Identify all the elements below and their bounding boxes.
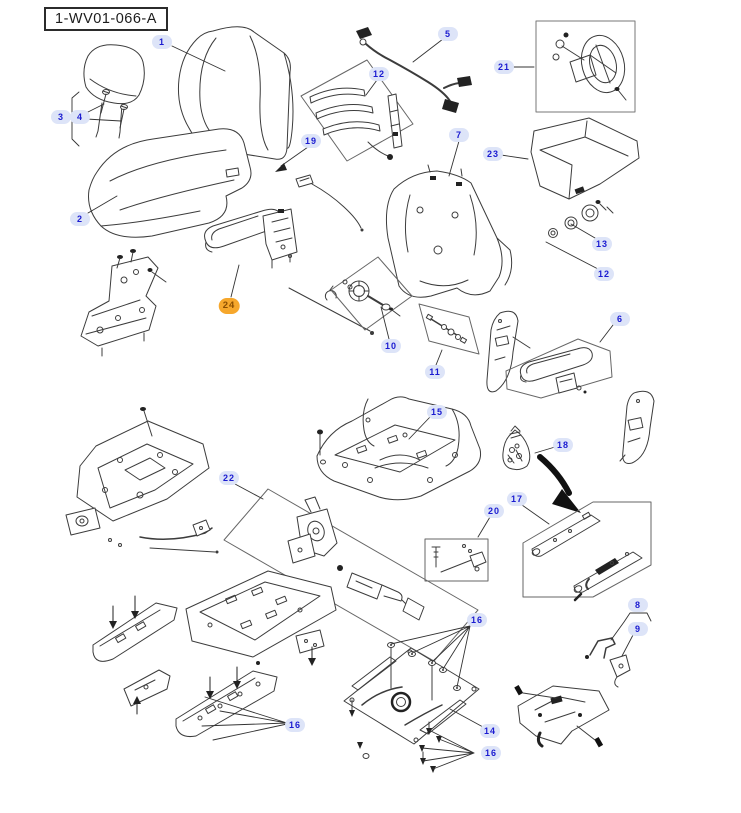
armrest-kit-box-drawing: [505, 338, 613, 399]
callout-5-4[interactable]: 5: [438, 27, 458, 41]
leader-lines: [65, 38, 652, 770]
callout-12-11[interactable]: 12: [593, 267, 615, 281]
wiring-harness-drawing: [356, 27, 472, 113]
callout-16-24[interactable]: 16: [480, 746, 502, 760]
pull-cable-drawing: [288, 285, 374, 335]
callout-23-9[interactable]: 23: [482, 147, 504, 161]
screw-kit-box-drawing: [418, 303, 480, 355]
callout-10-13[interactable]: 10: [380, 339, 402, 353]
callout-14-23[interactable]: 14: [479, 724, 501, 738]
callout-19-7[interactable]: 19: [300, 134, 322, 148]
callout-8-25[interactable]: 8: [628, 598, 648, 612]
rails-box-drawing: [522, 501, 652, 602]
back-cover-drawing: [530, 117, 640, 200]
assembly-arrows: [109, 595, 316, 715]
callout-21-6[interactable]: 21: [493, 60, 515, 74]
callout-18-18[interactable]: 18: [552, 438, 574, 452]
callout-9-26[interactable]: 9: [628, 622, 648, 636]
brackets-8-9-drawing: [585, 637, 631, 688]
suspension-frame-drawing: [65, 407, 219, 554]
back-frame-drawing: [386, 164, 513, 298]
drawing-number: 1-WV01-066-A: [55, 11, 157, 27]
callout-11-14[interactable]: 11: [425, 365, 445, 379]
mounting-bracket-drawing: [80, 249, 167, 357]
callout-16-22[interactable]: 16: [284, 718, 306, 732]
knob-kit-box-drawing: [330, 256, 413, 331]
backrest-cushion-drawing: [178, 26, 294, 160]
headrest-drawing: [83, 44, 145, 139]
hardware-bag-drawing: [502, 425, 531, 471]
callout-3-1[interactable]: 3: [51, 110, 71, 124]
callout-24-12[interactable]: 24: [218, 298, 240, 314]
callout-2-3[interactable]: 2: [70, 212, 90, 226]
side-trim-right-drawing: [619, 390, 655, 464]
armrest-24-drawing: [204, 208, 298, 269]
seat-pan-drawing: [316, 396, 481, 501]
callout-4-2[interactable]: 4: [70, 110, 90, 124]
callout-22-17[interactable]: 22: [218, 471, 240, 485]
floor-pan-drawing: [185, 570, 337, 665]
recliner-box-drawing: [535, 20, 636, 113]
lumbar-kit-box-drawing: [300, 59, 414, 162]
callout-13-10[interactable]: 13: [591, 237, 613, 251]
hardware-box-20-drawing: [424, 538, 489, 582]
cable-19-drawing: [295, 174, 364, 232]
callout-7-8[interactable]: 7: [449, 128, 469, 142]
callout-16-21[interactable]: 16: [466, 613, 488, 627]
washer-stack-drawing: [548, 200, 614, 238]
callout-15-16[interactable]: 15: [426, 405, 448, 419]
latch-mechanism-drawing: [514, 685, 610, 748]
drawing-number-box: 1-WV01-066-A: [44, 7, 168, 31]
callout-1-0[interactable]: 1: [152, 35, 172, 49]
bag-to-rails-arrow: [537, 454, 581, 513]
side-trim-left-drawing: [486, 310, 531, 393]
callout-17-19[interactable]: 17: [506, 492, 528, 506]
seat-cushion-drawing: [88, 128, 252, 238]
callout-20-20[interactable]: 20: [483, 504, 505, 518]
callout-12-5[interactable]: 12: [368, 67, 390, 81]
swivel-plate-drawing: [343, 642, 480, 773]
callout-6-15[interactable]: 6: [610, 312, 630, 326]
